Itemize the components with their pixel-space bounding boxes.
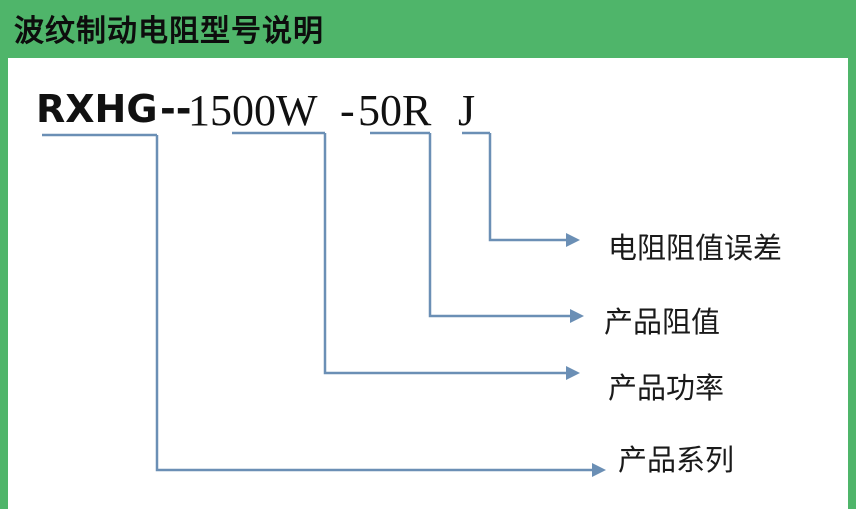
header-bar: 波纹制动电阻型号说明	[0, 0, 856, 58]
arrow-right-icon	[566, 366, 580, 380]
arrow-right-icon	[592, 463, 606, 477]
code-tolerance: J	[458, 86, 475, 135]
label-tolerance: 电阻阻值误差	[608, 231, 782, 265]
leader-line-power	[323, 133, 568, 375]
code-separator-2: -	[340, 86, 355, 135]
label-power: 产品功率	[608, 371, 724, 405]
arrow-right-icon	[566, 233, 580, 247]
code-separator-1: --	[160, 87, 192, 131]
page-title: 波纹制动电阻型号说明	[14, 14, 324, 49]
label-resistance: 产品阻值	[604, 305, 720, 339]
code-resistance: 50R	[358, 86, 432, 135]
leader-line-resistance	[428, 133, 572, 318]
code-power: 1500W	[188, 86, 318, 135]
label-series: 产品系列	[618, 443, 734, 477]
arrow-right-icon	[570, 309, 584, 323]
code-series: RXHG	[36, 87, 158, 131]
leader-line-series	[155, 135, 594, 472]
leader-line-tolerance	[488, 133, 568, 242]
